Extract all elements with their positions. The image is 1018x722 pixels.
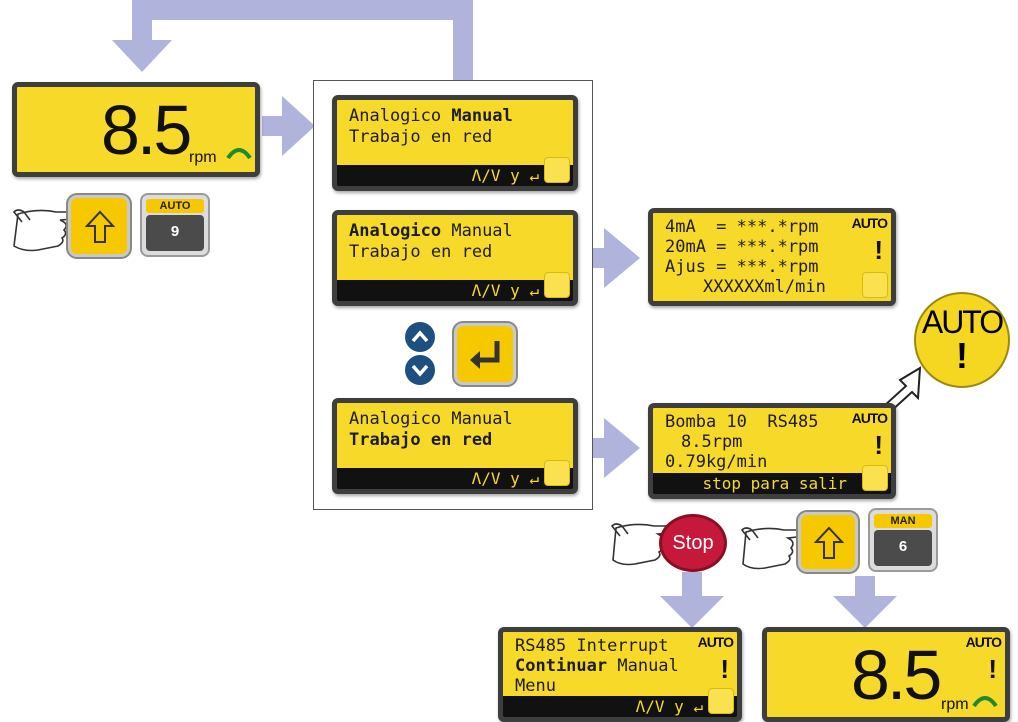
auto-callout: AUTO !: [914, 292, 1010, 388]
result-alert-icon: !: [988, 654, 997, 684]
network-auto-tag: AUTO: [851, 410, 888, 426]
enter-icon: [470, 341, 500, 369]
interrupt-corner: [708, 688, 734, 714]
screen2-option-network: Trabajo en red: [349, 242, 493, 262]
rotation-arc-icon: [972, 696, 998, 708]
screen2-bar: [337, 280, 573, 301]
analog-corner: [862, 272, 888, 298]
main-display-unit: rpm: [189, 149, 217, 166]
up-arrow-icon: [814, 526, 844, 559]
screen1-option-analog: Analogico: [349, 106, 452, 126]
network-bar: [653, 473, 891, 494]
interrupt-alert-icon: !: [720, 654, 729, 684]
up-key[interactable]: [68, 195, 130, 257]
man-key-label: MAN: [874, 514, 932, 528]
network-pump-line: Bomba 10 RS485: [665, 412, 819, 432]
loop-arrow-segment: [132, 0, 152, 40]
nav-down-icon: [411, 364, 429, 377]
network-exit-hint: stop para salir: [702, 474, 848, 493]
analog-auto-tag: AUTO: [851, 215, 888, 231]
screen3-corner: [544, 460, 570, 486]
network-alert-icon: !: [874, 430, 883, 460]
man-key-number: 6: [874, 530, 932, 566]
interrupt-line1: RS485 Interrupt: [515, 636, 669, 656]
auto-mode-key[interactable]: AUTO 9: [140, 193, 210, 257]
screen3-line1: Analogico Manual: [349, 409, 513, 429]
loop-arrow-segment: [453, 0, 473, 100]
network-speed-line: 8.5rpm: [681, 432, 743, 452]
arrow-head: [282, 96, 315, 156]
up-key-right[interactable]: [798, 512, 858, 572]
arrow-head: [660, 596, 724, 628]
nav-down-button[interactable]: [405, 355, 435, 385]
arrow-shaft: [855, 576, 875, 600]
screen3-nav-hint: Λ/V y ↵: [471, 469, 539, 488]
interrupt-option-continue: Continuar: [515, 656, 608, 676]
menu-screen-network: Analogico Manual Trabajo en red Λ/V y ↵: [332, 398, 578, 494]
main-display: 8.5 rpm: [12, 82, 260, 177]
analog-line-20ma: 20mA = ***.*rpm: [665, 237, 819, 257]
analog-settings-screen: 4mA = ***.*rpm 20mA = ***.*rpm Ajus = **…: [648, 208, 896, 306]
result-display: 8.5 rpm AUTO !: [762, 627, 1010, 722]
screen3-bar: [337, 468, 573, 489]
screen1-nav-hint: Λ/V y ↵: [471, 166, 539, 185]
screen3-option-network: Trabajo en red: [349, 430, 493, 450]
auto-callout-label: AUTO: [921, 304, 1004, 340]
man-mode-key[interactable]: MAN 6: [868, 508, 938, 572]
network-flow-line: 0.79kg/min: [665, 452, 768, 472]
arrow-shaft: [682, 572, 702, 600]
interrupt-bar: [503, 696, 737, 717]
nav-up-button[interactable]: [405, 322, 435, 352]
arrow-head: [604, 418, 640, 478]
menu-screen-analog: Analogico Manual Trabajo en red Λ/V y ↵: [332, 210, 578, 306]
screen1-corner: [544, 157, 570, 183]
analog-alert-icon: !: [874, 235, 883, 265]
interrupt-option-menu: Menu: [515, 676, 556, 696]
network-status-screen: Bomba 10 RS485 8.5rpm 0.79kg/min stop pa…: [648, 403, 896, 499]
loop-arrow-head: [112, 40, 172, 72]
analog-line-adjust: Ajus = ***.*rpm: [665, 257, 819, 277]
result-display-value: 8.5: [851, 636, 942, 714]
auto-key-label: AUTO: [146, 199, 204, 213]
menu-screen-manual: Analogico Manual Trabajo en red Λ/V y ↵: [332, 95, 578, 191]
screen1-option-manual: Manual: [451, 106, 513, 126]
auto-key-number: 9: [146, 215, 204, 251]
interrupt-option-manual: Manual: [607, 656, 679, 676]
screen1-bar: [337, 165, 573, 186]
nav-up-icon: [411, 330, 429, 343]
screen2-option-manual: Manual: [441, 221, 513, 241]
arrow-head: [604, 228, 640, 288]
screen2-option-analog: Analogico: [349, 221, 442, 241]
analog-line-flow: XXXXXXml/min: [703, 277, 826, 297]
network-corner: [862, 465, 888, 491]
result-auto-tag: AUTO: [965, 634, 1002, 650]
analog-line-4ma: 4mA = ***.*rpm: [665, 217, 819, 237]
screen1-option-network: Trabajo en red: [349, 127, 493, 147]
interrupt-screen: RS485 Interrupt Continuar Manual Menu Λ/…: [498, 627, 742, 722]
interrupt-nav-hint: Λ/V y ↵: [635, 697, 703, 716]
rotation-arc-icon: [226, 148, 252, 160]
auto-callout-alert: !: [956, 335, 968, 376]
stop-button[interactable]: Stop: [659, 514, 727, 572]
result-display-unit: rpm: [941, 696, 969, 713]
interrupt-auto-tag: AUTO: [697, 634, 734, 650]
loop-arrow-segment: [132, 0, 473, 20]
screen2-corner: [544, 272, 570, 298]
arrow-head: [833, 596, 897, 628]
screen2-nav-hint: Λ/V y ↵: [471, 281, 539, 300]
enter-key[interactable]: [454, 323, 516, 385]
main-display-value: 8.5: [101, 91, 192, 169]
up-arrow-icon: [85, 210, 115, 243]
